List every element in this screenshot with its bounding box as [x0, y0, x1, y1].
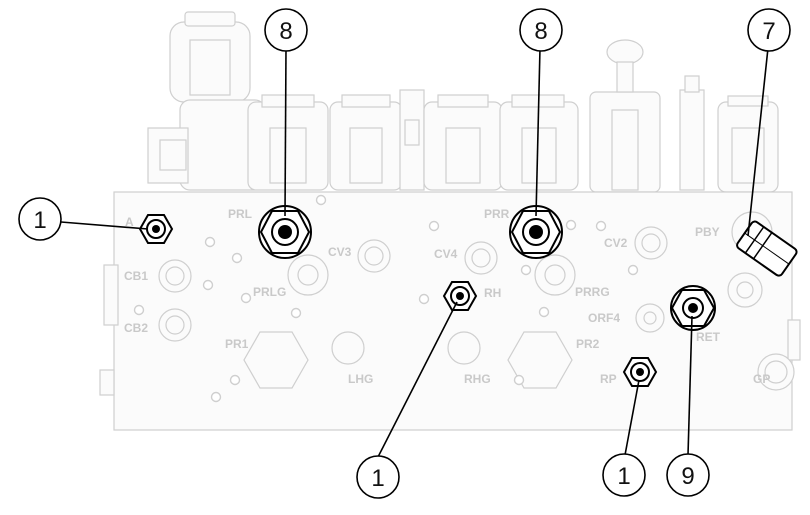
- svg-text:1: 1: [371, 465, 384, 492]
- fitting-rh: [442, 281, 478, 311]
- svg-text:9: 9: [681, 463, 694, 490]
- callout-1-port-rp: 1: [602, 453, 646, 497]
- port-label-prl: PRL: [228, 207, 252, 221]
- svg-text:1: 1: [33, 207, 46, 234]
- fitting-prl: [258, 205, 312, 259]
- port-label-prr: PRR: [484, 207, 510, 221]
- fitting-pby: [736, 220, 798, 277]
- callout-7-port-pby: 7: [747, 8, 791, 52]
- port-labels: A PRL PRR PBY CB1 CB2 CV3 CV4 CV2 PRLG R…: [124, 207, 770, 386]
- port-label-pr1: PR1: [225, 337, 249, 351]
- callout-8-port-prr: 8: [519, 8, 563, 52]
- port-label-prlg: PRLG: [253, 285, 286, 299]
- port-label-ret: RET: [696, 330, 721, 344]
- port-label-rp: RP: [600, 372, 617, 386]
- svg-text:1: 1: [617, 463, 630, 490]
- port-label-cv3: CV3: [328, 245, 352, 259]
- svg-text:8: 8: [534, 18, 547, 45]
- fitting-rp: [622, 357, 658, 387]
- fitting-a: [138, 214, 174, 244]
- svg-text:7: 7: [762, 18, 775, 45]
- port-label-prrg: PRRG: [575, 285, 610, 299]
- port-label-pby: PBY: [695, 225, 720, 239]
- callouts: 1 8 8 7 1 1 9: [18, 8, 791, 499]
- port-label-a: A: [125, 215, 134, 229]
- callout-1-port-rh: 1: [356, 455, 400, 499]
- port-label-orf4: ORF4: [588, 311, 620, 325]
- highlighted-fittings: [138, 205, 798, 387]
- valve-stack-background: [147, 11, 779, 193]
- fitting-ret: [670, 285, 716, 331]
- leader-lines: [60, 47, 769, 458]
- port-label-pr2: PR2: [576, 337, 600, 351]
- port-label-cb1: CB1: [124, 269, 148, 283]
- port-label-cv4: CV4: [434, 247, 458, 261]
- port-label-cv2: CV2: [604, 236, 628, 250]
- callout-8-port-prl: 8: [264, 8, 308, 52]
- callout-9-port-ret: 9: [666, 453, 710, 497]
- fitting-prr: [509, 205, 563, 259]
- port-label-cb2: CB2: [124, 321, 148, 335]
- port-label-lhg: LHG: [348, 372, 373, 386]
- port-label-rhg: RHG: [464, 372, 491, 386]
- callout-1-port-a: 1: [18, 197, 62, 241]
- port-label-rh: RH: [484, 286, 501, 300]
- svg-text:8: 8: [279, 18, 292, 45]
- small-holes: [133, 194, 639, 403]
- port-label-gp: GP: [753, 372, 770, 386]
